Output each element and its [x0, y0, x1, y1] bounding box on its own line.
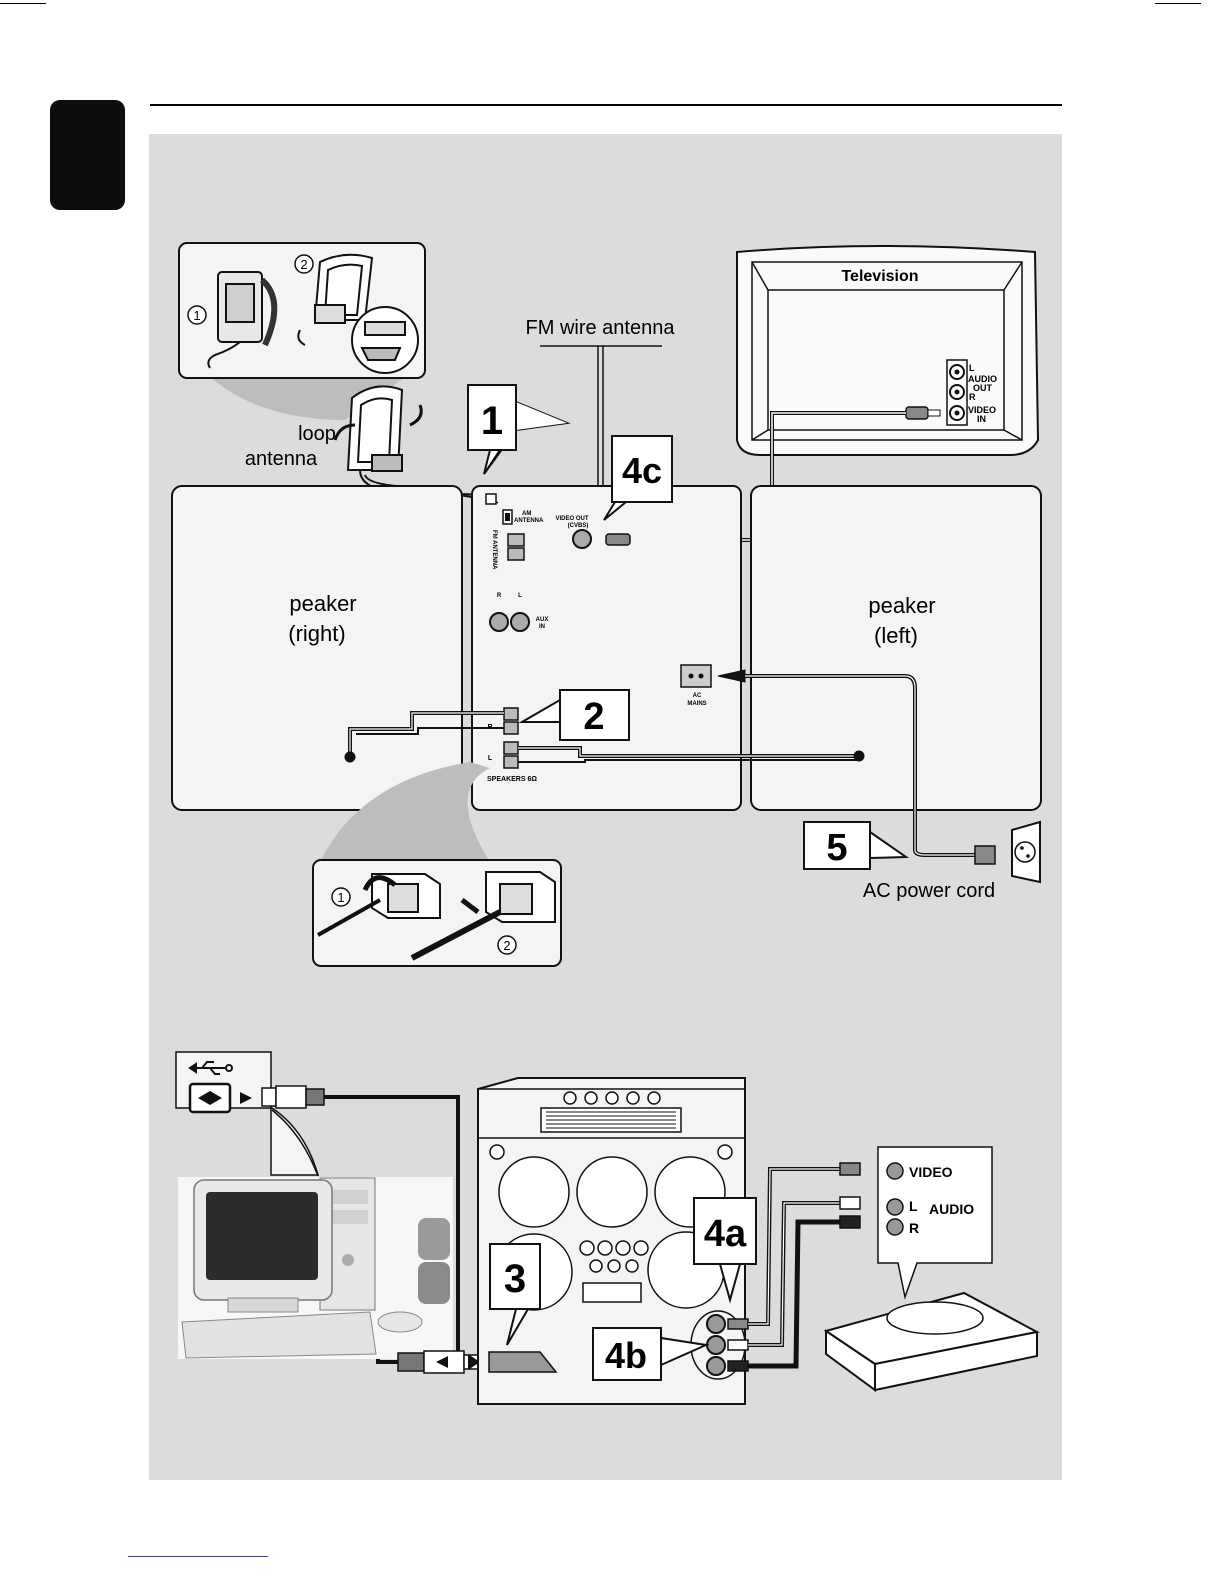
aux-in-label-line1: AUX — [536, 617, 549, 623]
speaker-inset-number-1-text: 1 — [337, 890, 344, 905]
fm-antenna-label: FM ANTENNA — [491, 530, 497, 570]
ac-mains-label-line2: MAINS — [687, 701, 706, 707]
speaker-right-box — [172, 486, 462, 810]
ac-power-cord-label: AC power cord — [863, 880, 995, 902]
usb-plug-unit — [398, 1351, 480, 1373]
speaker-right-label-line2: (right) — [288, 621, 345, 646]
aux-r-label: R — [497, 593, 502, 599]
callout-3-text: 3 — [504, 1257, 526, 1301]
speakers-label: SPEAKERS 6Ω — [487, 776, 537, 783]
callout-4a-text: 4a — [704, 1213, 747, 1255]
inset-number-2: 2 — [295, 255, 313, 273]
callout-4b-text: 4b — [605, 1335, 647, 1376]
callout-1: 1 — [468, 385, 567, 474]
external-r-label: R — [909, 1220, 919, 1236]
tv-jack-label-l: L — [969, 363, 975, 373]
ac-mains-label-line1: AC — [693, 693, 702, 699]
aux-in-label-line2: IN — [539, 624, 545, 630]
speaker-l-label: L — [488, 755, 493, 762]
loop-antenna-label-line1: loop — [298, 423, 336, 445]
tv-jack-panel — [947, 360, 967, 425]
speaker-right-label-line1: peaker — [289, 591, 356, 616]
am-antenna-label-line2: ANTENNA — [514, 518, 544, 524]
speaker-left-box — [751, 486, 1041, 810]
wall-socket-icon — [1012, 822, 1040, 882]
speaker-inset-number-2: 2 — [498, 936, 516, 954]
speaker-inset-number-2-text: 2 — [503, 938, 510, 953]
callout-1-text: 1 — [481, 399, 503, 443]
video-out-label-line1: VIDEO OUT — [555, 516, 588, 522]
tv-jack-label-out: OUT — [973, 383, 993, 393]
callout-5: 5 — [804, 822, 906, 869]
tv-jack-label-r: R — [969, 392, 976, 402]
speaker-left-label-line1: peaker — [868, 593, 935, 618]
computer-illustration — [178, 1177, 453, 1359]
external-audio-label: AUDIO — [929, 1201, 974, 1217]
television-label: Television — [841, 268, 918, 285]
external-video-label: VIDEO — [909, 1164, 953, 1180]
fm-wire-antenna-label: FM wire antenna — [526, 317, 676, 339]
speaker-left-label-line2: (left) — [874, 623, 918, 648]
dvd-player-icon — [826, 1293, 1037, 1390]
external-l-label: L — [909, 1198, 918, 1214]
speaker-inset-number-1: 1 — [332, 888, 350, 906]
inset-number-1-text: 1 — [193, 308, 200, 323]
callout-5-text: 5 — [826, 827, 847, 869]
usb-inset — [176, 1052, 318, 1176]
loop-antenna-icon — [335, 386, 490, 500]
ac-mains-socket — [681, 665, 711, 687]
tv-jack-label-in: IN — [977, 414, 986, 424]
inset-number-1: 1 — [188, 306, 206, 324]
loop-antenna-label-line2: antenna — [245, 448, 318, 470]
inset-number-2-text: 2 — [300, 257, 307, 272]
callout-2-text: 2 — [583, 696, 604, 738]
am-antenna-label-line1: AM — [522, 511, 531, 517]
aux-l-label: L — [518, 593, 522, 599]
callout-4c-text: 4c — [622, 450, 662, 491]
video-out-label-line2: (CVBS) — [568, 523, 589, 529]
